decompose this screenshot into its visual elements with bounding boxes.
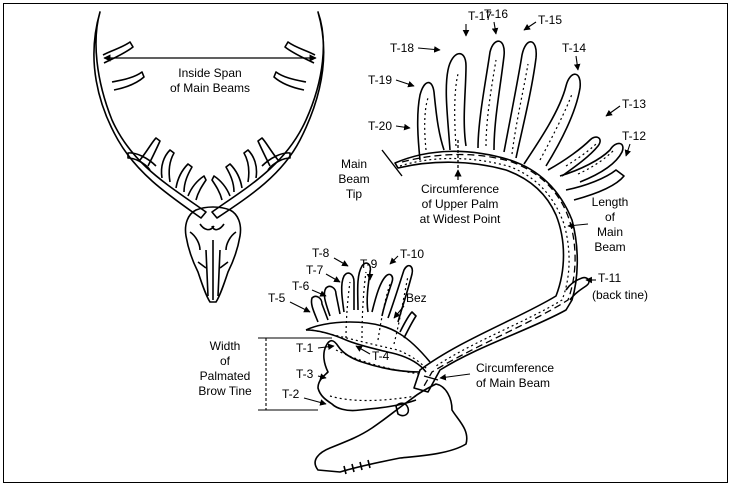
tine-label-t13: T-13 [622, 97, 646, 111]
bez-label: Bez [406, 291, 427, 305]
inside-span-label-1: Inside Span [178, 66, 241, 80]
upper-palm-label-3: at Widest Point [420, 212, 501, 226]
tine-label-t9: T-9 [360, 257, 378, 271]
length-label-2: of [605, 210, 616, 224]
inside-span-label-2: of Main Beams [170, 81, 250, 95]
dotted-measures [312, 60, 614, 401]
main-beam-tip-label-3: Tip [346, 187, 363, 201]
side-view-antler [306, 41, 624, 474]
tine-label-t16: T-16 [484, 7, 508, 21]
main-beam-tip-tick [382, 150, 402, 176]
length-label-1: Length [592, 195, 629, 209]
tine-label-t12: T-12 [622, 129, 646, 143]
circ-main-beam-label-2: of Main Beam [476, 376, 550, 390]
tine-label-t19: T-19 [368, 73, 392, 87]
tine-label-t2: T-2 [282, 387, 300, 401]
tine-label-t20: T-20 [368, 119, 392, 133]
back-tine-label: (back tine) [592, 288, 648, 302]
main-beam-tip-label-2: Beam [338, 172, 369, 186]
tine-label-t18: T-18 [390, 41, 414, 55]
tine-label-t4: T-4 [372, 349, 390, 363]
tine-label-t10: T-10 [400, 247, 424, 261]
width-label-2: of [220, 354, 231, 368]
tine-label-t8: T-8 [312, 246, 330, 260]
front-view-antlers [94, 12, 324, 302]
circ-main-beam-arrow [440, 374, 470, 378]
tine-label-t11: T-11 [598, 271, 621, 285]
tine-label-t3: T-3 [296, 367, 314, 381]
upper-palm-label-2: of Upper Palm [422, 197, 499, 211]
tine-label-t15: T-15 [538, 13, 562, 27]
length-label-3: Main [597, 225, 623, 239]
length-label-4: Beam [594, 240, 625, 254]
main-beam-tip-label-1: Main [341, 157, 367, 171]
tine-label-t7: T-7 [306, 263, 324, 277]
tine-label-t5: T-5 [268, 291, 286, 305]
upper-palm-label-1: Circumference [421, 182, 499, 196]
width-label-4: Brow Tine [198, 384, 252, 398]
tine-label-t1: T-1 [296, 341, 314, 355]
tine-label-t6: T-6 [292, 279, 310, 293]
width-label-3: Palmated [200, 369, 251, 383]
circ-main-beam-label-1: Circumference [476, 361, 554, 375]
tine-label-t14: T-14 [562, 41, 586, 55]
width-label-1: Width [210, 339, 241, 353]
